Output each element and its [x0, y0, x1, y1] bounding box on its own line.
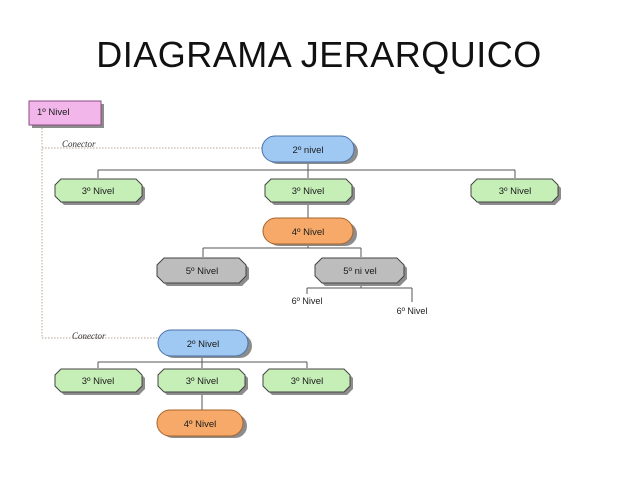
node-bottom-level2-label: 2º Nivel [187, 339, 220, 350]
node-top-level2-label: 2º nivel [293, 145, 324, 156]
node-top-level3-2: 3º Nivel [264, 178, 355, 205]
node-top-level3-3: 3º Nivel [470, 178, 561, 205]
node-top-level6-1-label: 6º Nivel [292, 296, 323, 306]
node-top-level3-2-label: 3º Nivel [292, 186, 325, 197]
node-top-level5-1-label: 5º Nivel [186, 266, 219, 277]
node-top-level6-2-label: 6º Nivel [397, 306, 428, 316]
node-top-level3-1-label: 3º Nivel [82, 186, 115, 197]
node-level1: 1º Nivel [28, 100, 104, 128]
node-bottom-level3-3-label: 3º Nivel [291, 376, 324, 387]
node-bottom-level4-label: 4º Nivel [184, 419, 217, 430]
node-top-level3-1: 3º Nivel [54, 178, 145, 205]
node-top-level4-label: 4º Nivel [292, 227, 325, 238]
node-bottom-level3-2-label: 3º Nivel [186, 376, 219, 387]
node-bottom-level2: 2º Nivel [157, 329, 252, 358]
node-bottom-level3-1: 3º Nivel [54, 368, 145, 395]
node-top-level3-3-label: 3º Nivel [499, 186, 532, 197]
connector-top-label: Conector [62, 139, 96, 149]
node-top-level5-2-label: 5º ni vel [343, 266, 377, 277]
node-bottom-level4: 4º Nivel [156, 409, 247, 438]
node-bottom-level3-1-label: 3º Nivel [82, 376, 115, 387]
node-top-level2: 2º nivel [261, 135, 358, 164]
node-top-level5-2: 5º ni vel [314, 257, 407, 286]
node-bottom-level3-2: 3º Nivel [157, 368, 248, 395]
connector-bottom-label: Conector [72, 331, 106, 341]
diagram-title: DIAGRAMA JERARQUICO [96, 34, 542, 75]
node-bottom-level3-3: 3º Nivel [262, 368, 353, 395]
node-top-level5-1: 5º Nivel [156, 257, 249, 286]
node-level1-label: 1º Nivel [37, 107, 70, 118]
node-top-level4: 4º Nivel [262, 217, 357, 246]
